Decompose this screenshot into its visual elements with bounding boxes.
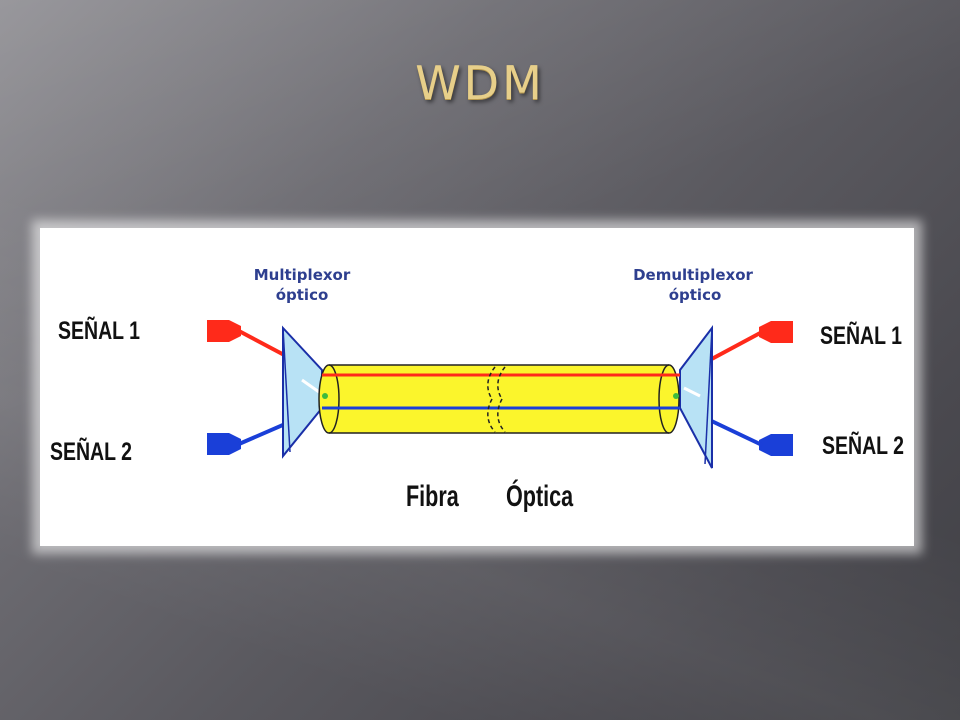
right-signal-1-connector [759,321,793,343]
right-signal-1-label: SEÑAL 1 [820,322,902,350]
multiplexor-prism [282,325,323,459]
left-signal-1-label: SEÑAL 1 [58,317,140,345]
fiber-label-1: Fibra [406,478,459,512]
demux-label-line1: Demultiplexor [633,266,753,284]
demux-label-line2: óptico [669,286,722,304]
right-signal-2-label: SEÑAL 2 [822,432,904,460]
slide-title: WDM [415,56,545,110]
demultiplexor-prism [679,325,713,469]
optical-fiber [318,364,680,434]
wdm-diagram: Multiplexor óptico Demultiplexor óptico … [50,266,904,513]
mux-label-line1: Multiplexor [254,266,351,284]
left-signal-2-connector [207,433,241,455]
fiber-label-2: Óptica [506,478,574,512]
mux-label-line2: óptico [276,286,329,304]
right-signal-2-connector [759,434,793,456]
left-signal-1-connector [207,320,241,342]
left-signal-2-label: SEÑAL 2 [50,438,132,466]
wdm-diagram-panel: Multiplexor óptico Demultiplexor óptico … [40,228,914,546]
